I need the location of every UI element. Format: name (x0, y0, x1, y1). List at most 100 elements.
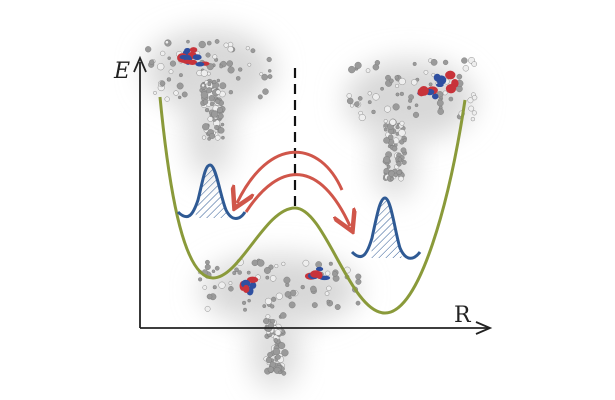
atom (326, 299, 331, 304)
atom (206, 63, 214, 71)
atom (145, 46, 152, 53)
atom (250, 48, 256, 54)
atom (207, 137, 211, 141)
atom (354, 61, 362, 69)
atom (389, 118, 397, 126)
molecule-bottom-center (197, 255, 362, 390)
atom (264, 297, 272, 305)
left-wavepacket (176, 163, 247, 220)
atom (315, 261, 323, 268)
atom (358, 114, 366, 122)
atom (223, 42, 229, 48)
atom (471, 110, 477, 116)
atom (283, 276, 291, 284)
atom (221, 135, 225, 140)
atom (462, 65, 469, 72)
atom (396, 169, 402, 175)
atom (263, 267, 271, 274)
y-axis-arrow-icon (133, 55, 147, 73)
x-axis-label: R (454, 303, 472, 328)
atom (226, 60, 234, 67)
atom (270, 304, 275, 309)
atom (220, 122, 225, 127)
atom (354, 101, 360, 107)
atom (269, 275, 277, 282)
atom (393, 172, 398, 178)
orbital-lobe (192, 54, 202, 61)
atom (177, 95, 182, 100)
atom (399, 120, 405, 126)
atom (153, 90, 157, 95)
atom (412, 111, 420, 118)
atom (259, 72, 264, 76)
orbital-lobe (445, 70, 456, 80)
atom (357, 96, 363, 101)
atom (461, 57, 468, 64)
molecule-top-right (345, 57, 478, 200)
atom (408, 98, 413, 103)
orbital-lobe (315, 266, 324, 272)
y-axis-label: E (113, 59, 130, 84)
atom (200, 69, 208, 77)
atom (272, 347, 281, 356)
atom (383, 127, 388, 132)
atom (202, 123, 210, 131)
atom (365, 68, 371, 73)
atom (173, 90, 179, 96)
atom (211, 269, 216, 274)
atom (278, 370, 282, 375)
atom (227, 66, 235, 74)
atom (202, 99, 209, 105)
atom (266, 56, 272, 63)
atom (383, 119, 388, 124)
atom (467, 97, 474, 104)
atom (437, 108, 444, 115)
atom (412, 61, 417, 66)
atom (218, 281, 226, 289)
atom (165, 40, 169, 45)
atom (209, 132, 216, 139)
atom (157, 63, 165, 71)
atom (216, 78, 221, 83)
atom (442, 90, 448, 96)
atom (471, 95, 478, 101)
x-axis-arrow-icon (475, 321, 493, 335)
atom (207, 82, 212, 87)
atom (265, 275, 270, 280)
atom (278, 342, 286, 350)
atom (262, 304, 267, 308)
atom (395, 125, 400, 130)
atom (186, 39, 190, 44)
atom (247, 62, 252, 67)
atom (395, 92, 400, 97)
atom (267, 366, 274, 373)
atom (211, 110, 219, 118)
atom (214, 265, 220, 271)
atom (334, 304, 341, 310)
atom (326, 285, 332, 291)
atom (204, 107, 210, 113)
atom (398, 129, 406, 137)
transfer-arrow-right-to-left (237, 150, 344, 203)
atom (332, 271, 338, 277)
atom (227, 46, 234, 53)
atom (205, 259, 210, 265)
atom (383, 137, 390, 144)
orbital-lobe (431, 93, 439, 100)
atom (407, 105, 412, 110)
atom (235, 76, 241, 81)
atom (205, 52, 211, 58)
atom (209, 101, 215, 107)
atom (402, 138, 407, 143)
atom (281, 261, 286, 266)
atom (168, 69, 174, 74)
atom (372, 93, 380, 101)
atom (216, 107, 223, 114)
atom (355, 300, 361, 306)
atom (387, 134, 394, 140)
orbital-lobe (418, 86, 429, 96)
atom (380, 86, 384, 91)
atom (471, 61, 478, 67)
